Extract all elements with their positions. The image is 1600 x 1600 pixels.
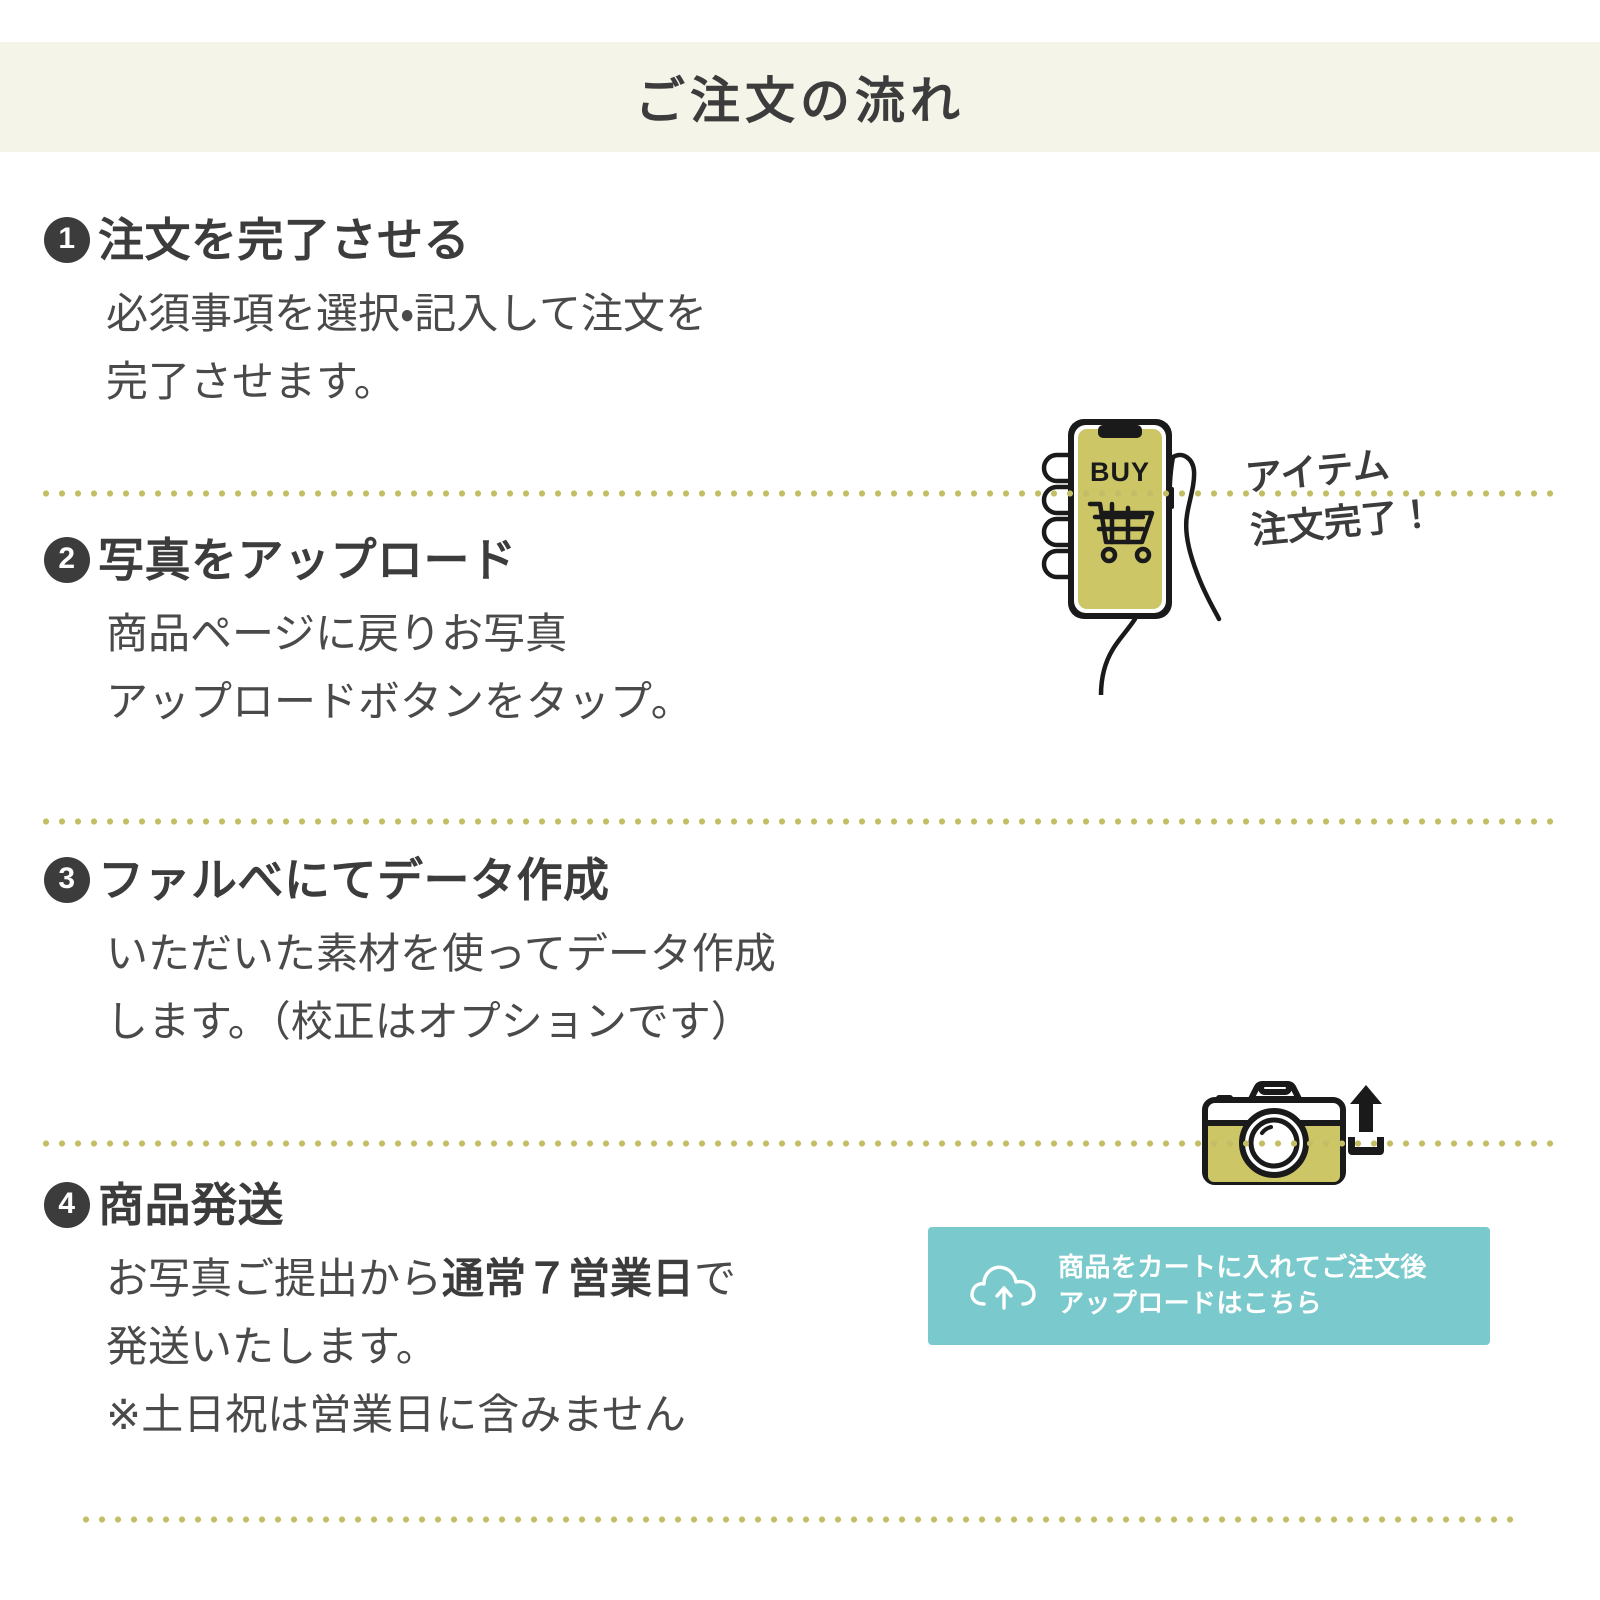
step-3-number-badge: 3	[44, 857, 90, 904]
divider-2	[38, 818, 1562, 825]
step-4-heading-label: 商品発送	[98, 1179, 284, 1231]
step-4-body-pre: お写真ご提出から	[106, 1254, 443, 1302]
step-3-text: 3 ファルべにてデータ作成 いただいた素材を使ってデータ作成 します。（校正はオ…	[44, 855, 776, 1056]
step-1-heading-label: 注文を完了させる	[98, 214, 470, 266]
step-4-heading: 4 商品発送	[44, 1180, 736, 1231]
step-1-number-badge: 1	[44, 217, 90, 264]
step-3-body: いただいた素材を使ってデータ作成 します。（校正はオプションです）	[106, 929, 776, 1045]
divider-bottom	[78, 1516, 1522, 1523]
step-2-text: 2 写真をアップロード 商品ページに戻りお写真 アップロードボタンをタップ。	[44, 535, 693, 736]
step-2-heading-label: 写真をアップロード	[98, 534, 517, 586]
step-4-body-post: で 発送いたします。 ※土日祝は営業日に含みません	[106, 1254, 737, 1438]
step-2-heading: 2 写真をアップロード	[44, 535, 693, 586]
step-1-heading: 1 注文を完了させる	[44, 215, 707, 266]
step-4-number-badge: 4	[44, 1182, 90, 1229]
camera-illustration	[1196, 1075, 1386, 1195]
step-4-text: 4 商品発送 お写真ご提出から通常７営業日で 発送いたします。 ※土日祝は営業日…	[44, 1180, 736, 1449]
upload-cta-label: 商品をカートに入れてご注文後 アップロードはこちら	[1058, 1252, 1427, 1318]
page-title: ご注文の流れ	[635, 73, 965, 129]
upload-cta-button[interactable]: 商品をカートに入れてご注文後 アップロードはこちら	[928, 1227, 1490, 1345]
divider-3	[38, 1140, 1562, 1147]
step-4-body-highlight: 通常７営業日	[442, 1254, 695, 1302]
step-3-heading-label: ファルべにてデータ作成	[98, 854, 610, 906]
step-1-body: 必須事項を選択・記入して注文を 完了させます。	[106, 289, 708, 405]
step-2-number-badge: 2	[44, 537, 90, 584]
phone-illustration: BUY	[1040, 405, 1270, 700]
camera-icon	[1202, 1081, 1346, 1185]
step-2-body: 商品ページに戻りお写真 アップロードボタンをタップ。	[106, 609, 693, 725]
page-header-band: ご注文の流れ	[0, 42, 1600, 152]
svg-text:BUY: BUY	[1090, 457, 1150, 487]
cloud-upload-icon	[966, 1260, 1044, 1312]
step-1-text: 1 注文を完了させる 必須事項を選択・記入して注文を 完了させます。	[44, 215, 707, 416]
step-3-heading: 3 ファルべにてデータ作成	[44, 855, 776, 906]
step-4-body: お写真ご提出から通常７営業日で 発送いたします。 ※土日祝は営業日に含みません	[106, 1245, 736, 1449]
divider-1	[38, 490, 1562, 497]
upload-arrow-icon	[1348, 1085, 1384, 1155]
